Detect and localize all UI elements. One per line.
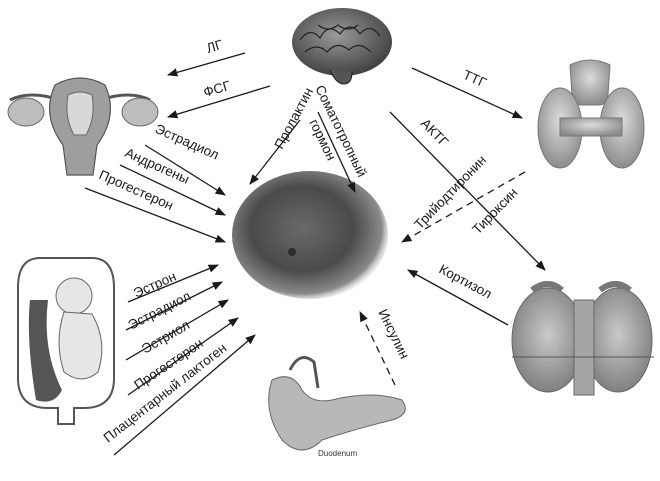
pancreas-icon: Duodenum <box>269 358 406 459</box>
breast-icon <box>232 171 388 299</box>
label-cortisol: Кортизол <box>437 261 495 301</box>
label-tsh: ТТГ <box>461 67 489 91</box>
brain-icon <box>292 8 392 84</box>
label-insulin: Инсулин <box>375 307 412 361</box>
adrenal-kidney-icon <box>512 284 654 395</box>
label-thyroxine: Тироксин <box>469 185 520 237</box>
lh-arrow <box>168 53 245 75</box>
label-lh: ЛГ <box>205 37 225 56</box>
label-fsh: ФСГ <box>202 78 233 100</box>
thyroid-icon <box>538 60 644 168</box>
pregnant-uterus-icon <box>18 258 114 424</box>
label-placental-lactogen: Плацентарный лактоген <box>101 340 230 445</box>
label-prolactin: Пролактин <box>271 85 316 151</box>
pancreas-caption: Duodenum <box>318 449 357 458</box>
acth-arrow <box>390 112 545 270</box>
